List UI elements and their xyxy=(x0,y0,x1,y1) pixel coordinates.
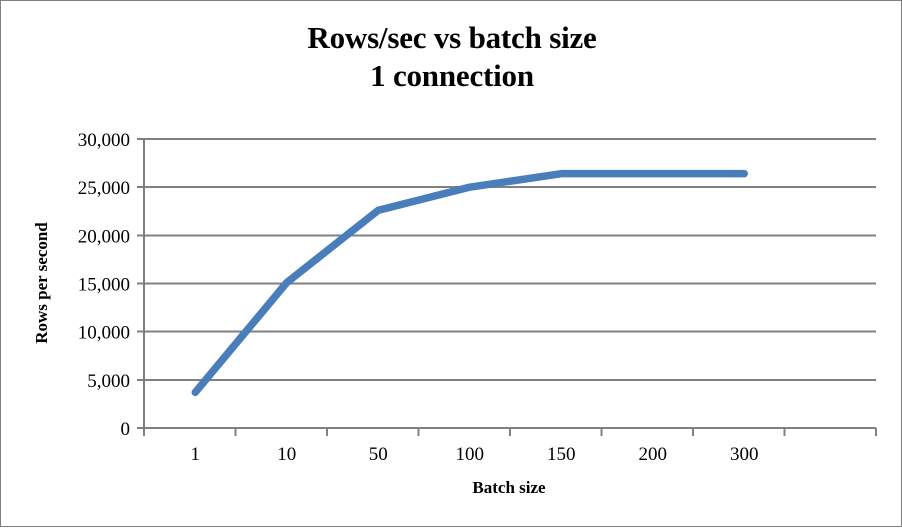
y-axis-title: Rows per second xyxy=(32,222,51,344)
x-axis-tick-label: 100 xyxy=(455,444,484,465)
y-axis-tick-label: 30,000 xyxy=(78,130,130,151)
x-axis-tick-label: 1 xyxy=(190,444,200,465)
y-axis-tick-label: 15,000 xyxy=(78,275,130,296)
series-line xyxy=(191,169,748,397)
y-axis-tick-label: 5,000 xyxy=(87,371,130,392)
data-series-line xyxy=(191,169,748,397)
x-axis-tick-label: 300 xyxy=(730,444,759,465)
y-axis-tick-label: 10,000 xyxy=(78,323,130,344)
x-axis-title: Batch size xyxy=(472,478,546,497)
y-axis-tick-label: 0 xyxy=(121,419,131,440)
x-axis-tick-labels: 1 10 50 100 150 200 300 xyxy=(190,444,758,465)
chart-title-line-1: Rows/sec vs batch size xyxy=(307,20,597,55)
x-axis-tick-label: 200 xyxy=(638,444,667,465)
x-axis-tick-label: 10 xyxy=(277,444,296,465)
y-axis-tickmarks xyxy=(137,138,144,429)
y-axis-tick-label: 20,000 xyxy=(78,226,130,247)
x-axis-tick-label: 50 xyxy=(369,444,388,465)
chart-title-line-2: 1 connection xyxy=(370,58,534,93)
y-axis-tick-labels: 0 5,000 10,000 15,000 20,000 25,000 30,000 xyxy=(78,130,130,440)
chart-title: Rows/sec vs batch size 1 connection xyxy=(1,19,902,95)
y-axis-tick-label: 25,000 xyxy=(78,178,130,199)
x-axis-tickmarks xyxy=(143,428,877,436)
x-axis-tick-label: 150 xyxy=(547,444,576,465)
